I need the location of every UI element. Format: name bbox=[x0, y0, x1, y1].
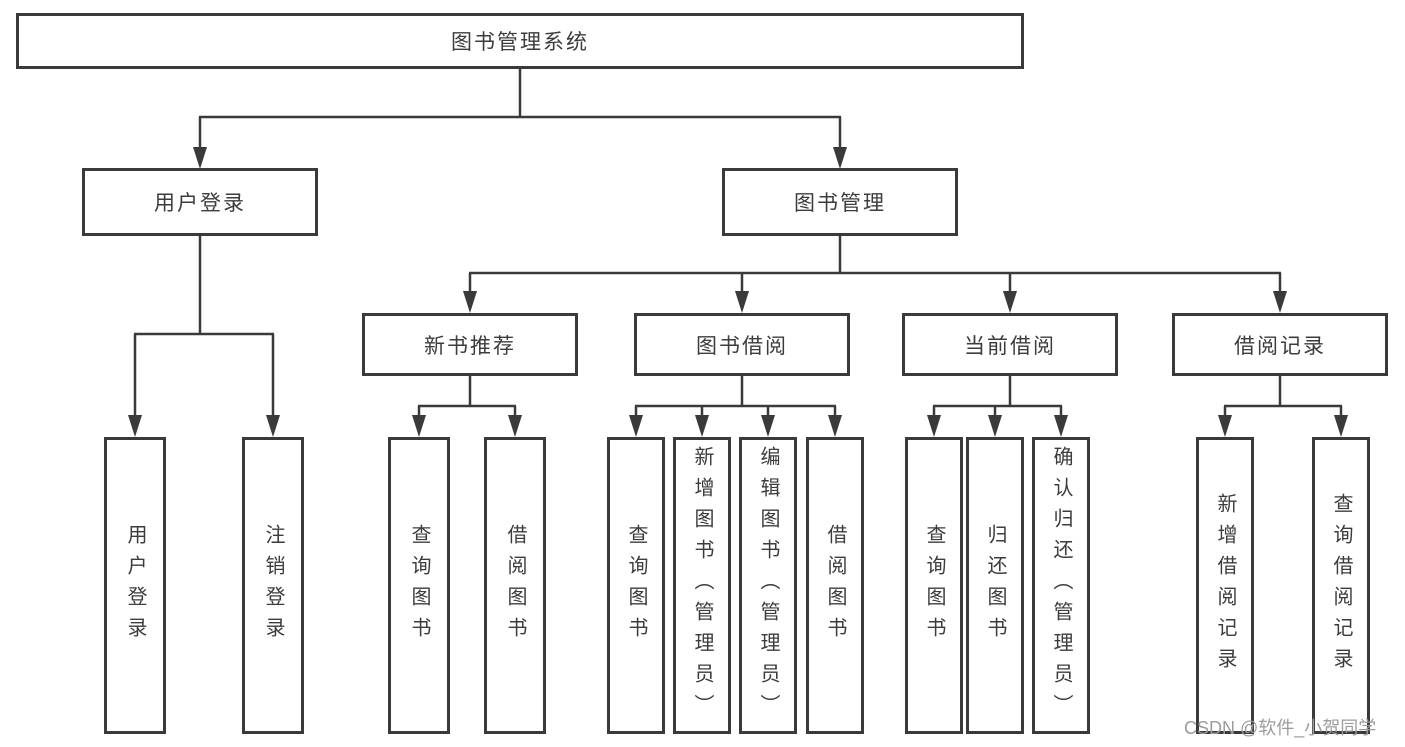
csdn-watermark: CSDN @软件_小贺同学 bbox=[1184, 718, 1377, 738]
leaf-borrow-books-recommend-label: 借阅图书 bbox=[504, 523, 526, 648]
node-borrow-records-label: 借阅记录 bbox=[1234, 334, 1326, 358]
node-user-login: 用户登录 bbox=[82, 168, 318, 236]
leaf-borrow-books-borrow: 借阅图书 bbox=[806, 437, 864, 734]
leaf-query-borrow-record-label: 查询借阅记录 bbox=[1330, 492, 1352, 679]
node-root-label: 图书管理系统 bbox=[451, 31, 589, 54]
node-borrow-records: 借阅记录 bbox=[1172, 313, 1388, 376]
leaf-query-borrow-record: 查询借阅记录 bbox=[1312, 437, 1370, 734]
node-book-borrow-label: 图书借阅 bbox=[696, 334, 788, 358]
leaf-query-books-recommend-label: 查询图书 bbox=[408, 523, 430, 648]
leaf-logout-label: 注销登录 bbox=[262, 523, 284, 648]
node-root: 图书管理系统 bbox=[16, 13, 1024, 69]
leaf-query-books-current: 查询图书 bbox=[905, 437, 963, 734]
leaf-add-borrow-record: 新增借阅记录 bbox=[1196, 437, 1254, 734]
leaf-confirm-return-admin-label: 确认归还（管理员） bbox=[1050, 446, 1072, 725]
leaf-add-book-admin-label: 新增图书（管理员） bbox=[691, 446, 713, 725]
node-new-book-recommend-label: 新书推荐 bbox=[424, 334, 516, 358]
leaf-query-books-recommend: 查询图书 bbox=[388, 437, 450, 734]
leaf-edit-book-admin: 编辑图书（管理员） bbox=[739, 437, 797, 734]
leaf-query-books-current-label: 查询图书 bbox=[923, 523, 945, 648]
leaf-logout: 注销登录 bbox=[242, 437, 304, 734]
leaf-add-book-admin: 新增图书（管理员） bbox=[673, 437, 731, 734]
node-user-login-label: 用户登录 bbox=[154, 192, 246, 215]
leaf-user-login-label: 用户登录 bbox=[124, 523, 146, 648]
node-book-borrow: 图书借阅 bbox=[634, 313, 850, 376]
arrowhead-icons bbox=[128, 147, 1348, 437]
node-current-borrow: 当前借阅 bbox=[902, 313, 1118, 376]
node-current-borrow-label: 当前借阅 bbox=[964, 334, 1056, 358]
leaf-return-book-label: 归还图书 bbox=[984, 523, 1006, 648]
leaf-borrow-books-recommend: 借阅图书 bbox=[484, 437, 546, 734]
leaf-return-book: 归还图书 bbox=[966, 437, 1024, 734]
leaf-confirm-return-admin: 确认归还（管理员） bbox=[1032, 437, 1090, 734]
node-new-book-recommend: 新书推荐 bbox=[362, 313, 578, 376]
leaf-query-books-borrow: 查询图书 bbox=[607, 437, 665, 734]
leaf-add-borrow-record-label: 新增借阅记录 bbox=[1214, 492, 1236, 679]
node-book-management: 图书管理 bbox=[722, 168, 958, 236]
leaf-edit-book-admin-label: 编辑图书（管理员） bbox=[757, 446, 779, 725]
leaf-borrow-books-borrow-label: 借阅图书 bbox=[824, 523, 846, 648]
leaf-query-books-borrow-label: 查询图书 bbox=[625, 523, 647, 648]
node-book-management-label: 图书管理 bbox=[794, 192, 886, 215]
leaf-user-login: 用户登录 bbox=[104, 437, 166, 734]
